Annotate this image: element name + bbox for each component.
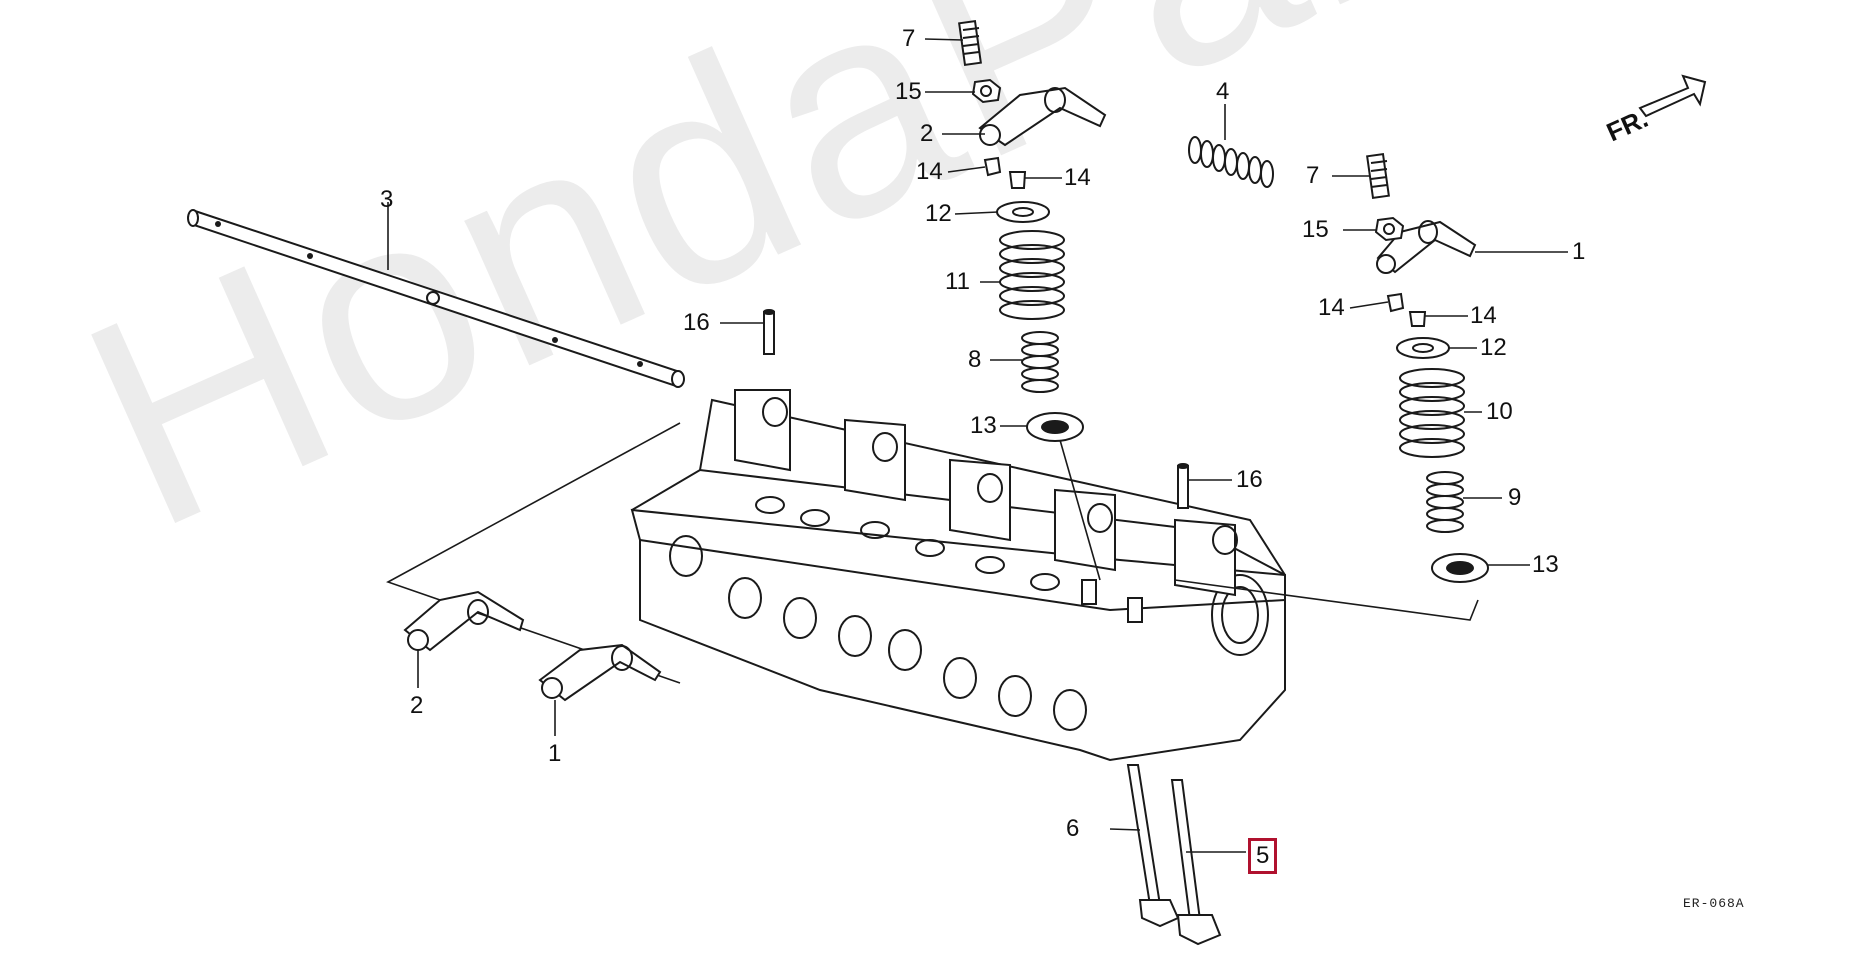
adjusting-screw-top bbox=[958, 19, 982, 67]
spring-seat-exhaust bbox=[1431, 553, 1489, 583]
leader-lines bbox=[387, 38, 1568, 853]
callout-15-right[interactable]: 15 bbox=[1302, 216, 1329, 243]
callout-14-top-left[interactable]: 14 bbox=[916, 158, 943, 185]
callout-5-selected[interactable]: 5 bbox=[1248, 838, 1278, 874]
rocker-arm-lower-right bbox=[538, 643, 662, 702]
callout-14-top-right[interactable]: 14 bbox=[1064, 164, 1091, 191]
inner-valve-spring-exhaust bbox=[1426, 471, 1464, 533]
callout-7-right[interactable]: 7 bbox=[1306, 162, 1320, 189]
outer-valve-spring-exhaust bbox=[1399, 368, 1465, 458]
cylinder-head bbox=[630, 389, 1286, 762]
callout-12-top[interactable]: 12 bbox=[925, 200, 952, 227]
callout-2-top[interactable]: 2 bbox=[920, 120, 934, 147]
callout-7-top[interactable]: 7 bbox=[902, 25, 916, 52]
cotter-mid-left bbox=[1386, 292, 1405, 313]
callout-8[interactable]: 8 bbox=[968, 346, 982, 373]
callout-14-mid-left[interactable]: 14 bbox=[1318, 294, 1345, 321]
front-direction-arrow-icon bbox=[1638, 74, 1707, 118]
dowel-pin-left bbox=[763, 309, 775, 355]
lock-nut-top bbox=[971, 78, 1002, 104]
exhaust-valve bbox=[1170, 779, 1222, 946]
callout-10[interactable]: 10 bbox=[1486, 398, 1513, 425]
spring-retainer-right bbox=[1396, 337, 1450, 359]
callout-15-top[interactable]: 15 bbox=[895, 78, 922, 105]
adjusting-screw-right bbox=[1366, 152, 1390, 200]
callout-13-right[interactable]: 13 bbox=[1532, 551, 1559, 578]
dowel-pin-right bbox=[1177, 463, 1189, 509]
cotter-top-left bbox=[983, 156, 1002, 177]
lock-nut-right bbox=[1374, 216, 1405, 242]
rocker-shaft-spring bbox=[1188, 136, 1274, 188]
callout-1-right[interactable]: 1 bbox=[1572, 238, 1586, 265]
callout-13-left[interactable]: 13 bbox=[970, 412, 997, 439]
spring-seat-intake bbox=[1026, 412, 1084, 442]
callout-16-right[interactable]: 16 bbox=[1236, 466, 1263, 493]
spring-retainer-top bbox=[996, 201, 1050, 223]
callout-2-bottom[interactable]: 2 bbox=[410, 692, 424, 719]
callout-1-bottom[interactable]: 1 bbox=[548, 740, 562, 767]
callout-9[interactable]: 9 bbox=[1508, 484, 1522, 511]
intake-valve bbox=[1126, 764, 1180, 928]
group-bracket-right bbox=[1174, 579, 1479, 621]
outer-valve-spring-intake bbox=[999, 230, 1065, 320]
cotter-top-right bbox=[1008, 171, 1027, 189]
diagram-code: ER-068A bbox=[1683, 896, 1745, 911]
rocker-arm-top bbox=[978, 86, 1107, 147]
callout-12-right[interactable]: 12 bbox=[1480, 334, 1507, 361]
callout-4[interactable]: 4 bbox=[1216, 78, 1230, 105]
callout-11[interactable]: 11 bbox=[945, 268, 970, 295]
callout-3[interactable]: 3 bbox=[380, 186, 394, 213]
rocker-arm-lower-left bbox=[403, 590, 525, 652]
callout-16-left[interactable]: 16 bbox=[683, 309, 710, 336]
callout-14-mid-right[interactable]: 14 bbox=[1470, 302, 1497, 329]
cotter-mid-right bbox=[1408, 311, 1427, 327]
inner-valve-spring-intake bbox=[1021, 331, 1059, 393]
callout-6[interactable]: 6 bbox=[1066, 815, 1080, 842]
rocker-shaft bbox=[187, 209, 685, 388]
